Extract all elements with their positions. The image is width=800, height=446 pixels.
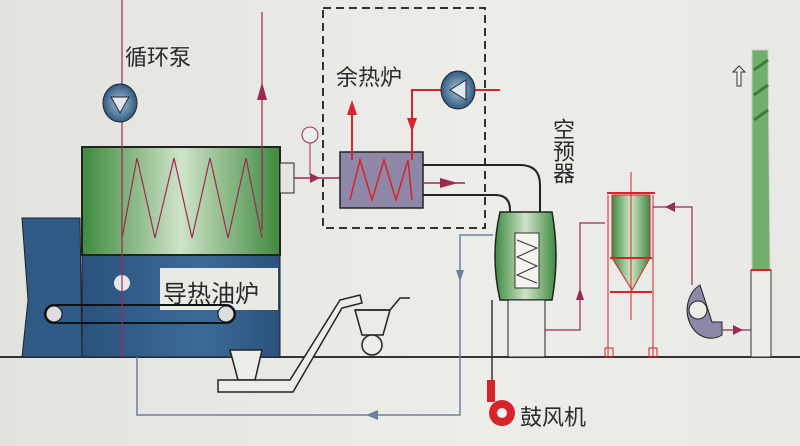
air-preheater [494,211,557,358]
label-blower: 鼓风机 [520,406,587,431]
chimney [750,49,772,358]
flow-arrow-up [257,82,267,100]
label-thermal-oil-furnace: 导热油炉 [163,280,259,308]
blower-fan [487,380,515,426]
circulation-pump [102,83,138,123]
grate-conveyor [44,304,236,324]
smoke-outlet-arrow-icon [731,65,747,87]
label-waste-heat-furnace: 余热炉 [336,66,403,91]
label-circulation-pump: 循环泵 [125,46,192,71]
waste-heat-furnace-boundary [322,7,486,229]
temperature-gauge [301,126,319,175]
ash-conveyor [217,294,363,393]
dust-collector [604,172,658,358]
thermal-oil-furnace [44,146,281,358]
heating-coil [121,157,263,239]
hot-air-line [136,234,493,416]
feed-hopper [21,217,83,358]
waste-heat-exchanger [339,151,424,209]
waste-heat-pump [440,70,476,110]
induced-draft-fan [686,284,723,339]
label-air-preheater: 空预器 [549,118,574,184]
ash-cart [354,297,410,356]
